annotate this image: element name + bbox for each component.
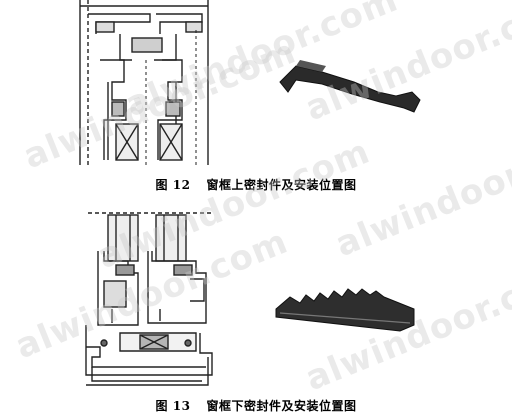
figure-12-caption: 图 12 窗框上密封件及安装位置图 [0,176,512,193]
figure-13-drawing [85,212,415,386]
figure-12-number: 图 12 [155,178,191,192]
upper-frame-section-drawing [79,0,209,165]
figure-12-title: 窗框上密封件及安装位置图 [206,178,357,192]
figure-13: 图 13 窗框下密封件及安装位置图 [0,205,512,419]
figure-13-number: 图 13 [155,399,191,413]
figure-13-title: 窗框下密封件及安装位置图 [206,399,357,413]
lower-frame-section-drawing [85,212,214,386]
upper-seal-strip-drawing [279,60,421,113]
figure-13-caption: 图 13 窗框下密封件及安装位置图 [0,397,512,414]
figure-12-drawing [79,0,421,165]
lower-seal-strip-drawing [275,288,415,332]
figure-12: 图 12 窗框上密封件及安装位置图 [0,0,512,200]
